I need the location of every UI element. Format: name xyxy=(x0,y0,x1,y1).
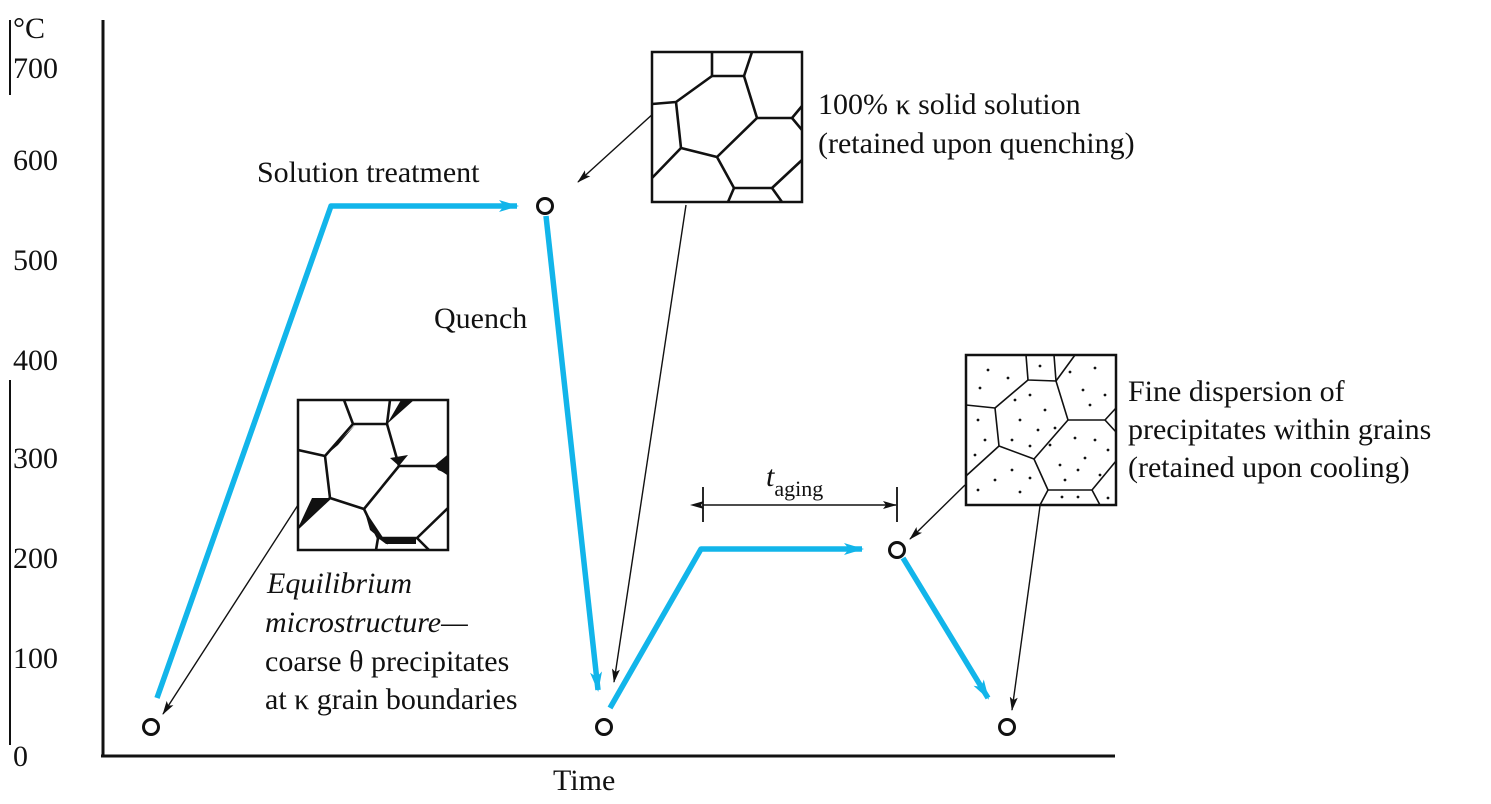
pointer-solid-solution-top xyxy=(577,111,656,183)
marker-aged xyxy=(888,541,906,559)
y-tick-200: 200 xyxy=(13,542,58,575)
heat-and-hold-segment xyxy=(154,200,519,699)
y-tick-100: 100 xyxy=(13,642,58,675)
solution-treatment-label: Solution treatment xyxy=(257,156,480,189)
equilibrium-line-4: at κ grain boundaries xyxy=(265,683,518,716)
equilibrium-line-2: microstructure— xyxy=(265,606,468,639)
axes xyxy=(9,20,1115,758)
y-unit-label: °C xyxy=(13,12,45,45)
equilibrium-line-3: coarse θ precipitates xyxy=(265,645,509,678)
solid-solution-micrograph xyxy=(650,50,804,204)
marker-final xyxy=(998,718,1016,736)
x-axis-label: Time xyxy=(553,764,615,797)
t-aging-main: t xyxy=(766,460,775,493)
t-aging-sub: aging xyxy=(774,476,823,501)
pointer-arrows xyxy=(162,111,1041,715)
marker-quenched xyxy=(595,718,613,736)
quench-label: Quench xyxy=(434,302,527,335)
pointer-fine-top xyxy=(909,484,966,540)
y-tick-700: 700 xyxy=(13,52,58,85)
quench-segment xyxy=(543,215,603,692)
pointer-fine-bottom xyxy=(1009,505,1041,711)
marker-start xyxy=(142,718,160,736)
fine-dispersion-line-1: Fine dispersion of xyxy=(1128,375,1345,408)
fine-dispersion-line-2: precipitates within grains xyxy=(1128,413,1431,446)
y-tick-600: 600 xyxy=(13,144,58,177)
y-tick-400: 400 xyxy=(13,344,58,377)
pointer-solid-solution-bottom xyxy=(611,204,687,683)
process-path xyxy=(154,200,991,710)
y-tick-0: 0 xyxy=(13,740,28,773)
t-aging-label: taging xyxy=(766,460,823,501)
state-markers xyxy=(142,197,1016,736)
annotations: Solution treatment Quench 100% κ solid s… xyxy=(257,88,1431,716)
y-tick-300: 300 xyxy=(13,442,58,475)
y-tick-labels: °C 700 600 500 400 300 200 100 0 xyxy=(13,12,58,773)
pointer-equilibrium xyxy=(162,504,299,715)
precipitate-dots xyxy=(973,364,1110,500)
fine-dispersion-line-3: (retained upon cooling) xyxy=(1128,451,1410,484)
cooling-segment xyxy=(900,556,991,700)
equilibrium-micrograph xyxy=(296,398,450,552)
fine-dispersion-micrograph xyxy=(964,353,1118,507)
y-tick-500: 500 xyxy=(13,244,58,277)
equilibrium-line-1: Equilibrium xyxy=(266,567,412,600)
solid-solution-line-1: 100% κ solid solution xyxy=(818,88,1081,121)
aging-segment xyxy=(607,543,864,710)
marker-solution xyxy=(536,197,554,215)
solid-solution-line-2: (retained upon quenching) xyxy=(818,127,1135,160)
